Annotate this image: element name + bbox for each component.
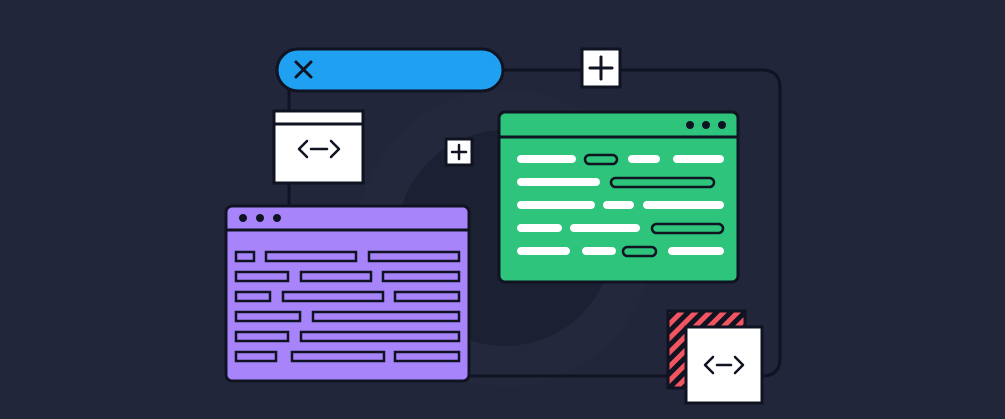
connector-line-right — [470, 68, 782, 378]
code-card-top[interactable] — [272, 109, 365, 185]
blue-bar[interactable] — [275, 47, 505, 93]
plus-icon — [450, 143, 468, 161]
close-icon[interactable] — [294, 60, 313, 79]
window-dots — [686, 121, 726, 129]
code-lines — [517, 153, 725, 258]
green-code-window — [497, 110, 740, 284]
plus-icon — [588, 55, 614, 81]
plus-icon-small[interactable] — [444, 137, 474, 167]
purple-code-window — [224, 204, 471, 383]
window-dots — [239, 214, 281, 222]
code-icon — [297, 139, 341, 159]
code-card-bottom[interactable] — [684, 325, 764, 405]
plus-icon-top[interactable] — [580, 47, 622, 89]
code-blocks — [234, 250, 461, 363]
code-icon — [703, 355, 745, 375]
